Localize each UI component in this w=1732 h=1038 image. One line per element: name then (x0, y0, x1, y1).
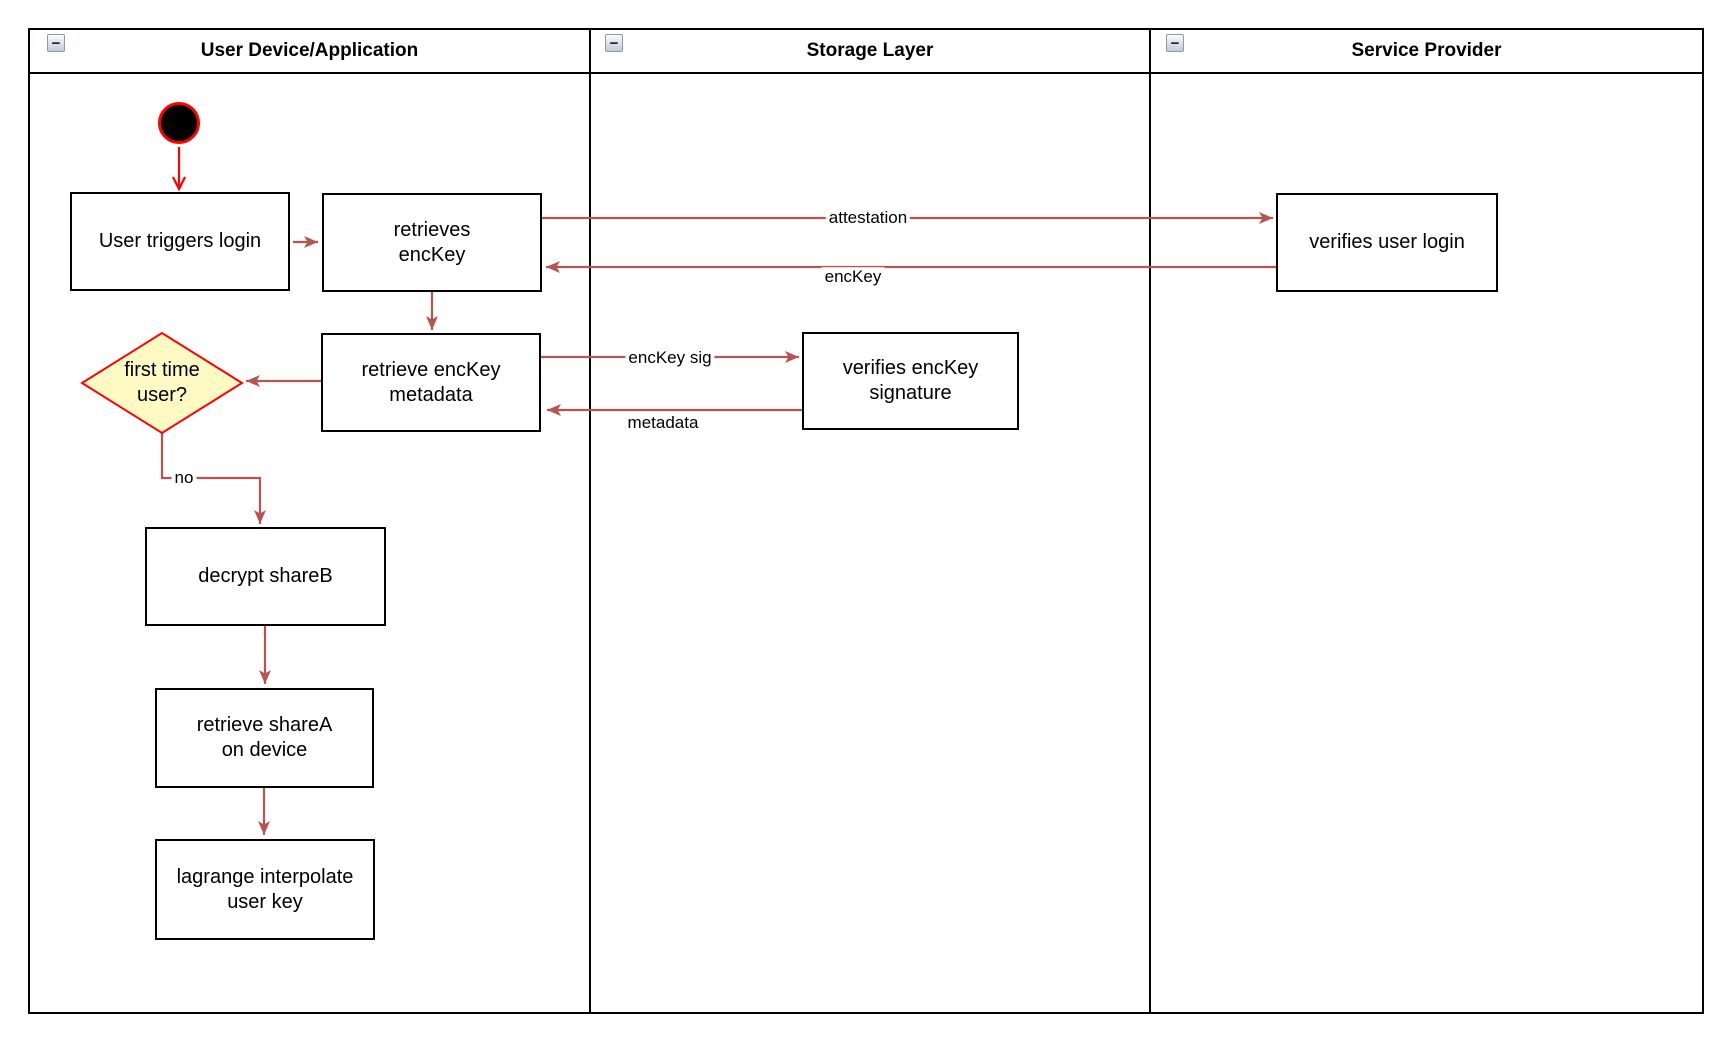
node-user-triggers-login[interactable]: User triggers login (70, 192, 290, 291)
edge-label-attestation: attestation (825, 208, 911, 228)
edge-label-no: no (171, 468, 197, 488)
node-decrypt-shareb[interactable]: decrypt shareB (145, 527, 386, 626)
lane-divider-2 (1149, 30, 1151, 1012)
node-lagrange-interpolate[interactable]: lagrange interpolate user key (155, 839, 375, 940)
node-verifies-enckey-signature[interactable]: verifies encKey signature (802, 332, 1019, 430)
lane-title-user-device: User Device/Application (200, 40, 419, 61)
collapse-icon[interactable]: − (47, 34, 65, 52)
edge-label-enckey-sig: encKey sig (625, 348, 715, 368)
lane-title-service-provider: Service Provider (1351, 40, 1502, 61)
edge-label-enckey: encKey (821, 267, 885, 287)
decision-first-time-user[interactable]: first time user? (124, 359, 200, 406)
node-retrieves-enckey[interactable]: retrieves encKey (322, 193, 542, 292)
minus-glyph: − (51, 34, 61, 52)
node-retrieve-sharea[interactable]: retrieve shareA on device (155, 688, 374, 788)
lane-header-underline (30, 72, 1702, 74)
node-verifies-user-login[interactable]: verifies user login (1276, 193, 1498, 292)
minus-glyph: − (609, 34, 619, 52)
node-retrieve-enckey-metadata[interactable]: retrieve encKey metadata (321, 333, 541, 432)
lane-title-storage-layer: Storage Layer (806, 40, 934, 61)
minus-glyph: − (1170, 34, 1180, 52)
collapse-icon[interactable]: − (605, 34, 623, 52)
collapse-icon[interactable]: − (1166, 34, 1184, 52)
lane-divider-1 (589, 30, 591, 1012)
edge-label-metadata: metadata (624, 413, 702, 433)
start-node[interactable] (158, 102, 200, 144)
